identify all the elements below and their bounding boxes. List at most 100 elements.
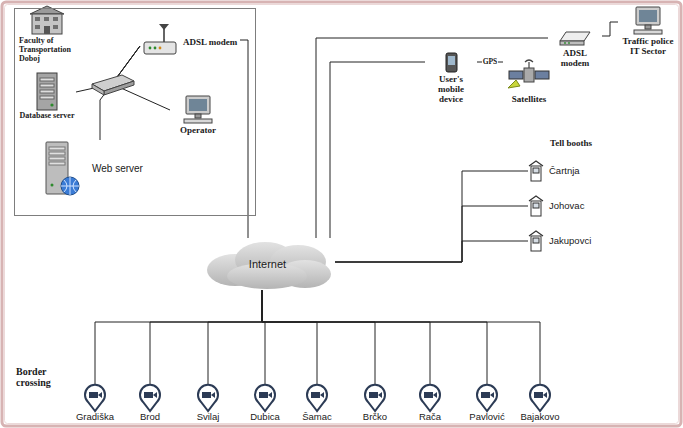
pin-icon <box>82 384 108 412</box>
modem-icon-part <box>568 42 570 44</box>
booth-icon <box>528 195 544 217</box>
pin-icon-part <box>420 385 440 411</box>
pin-icon-part <box>543 392 547 398</box>
network-link <box>240 40 248 238</box>
pin-icon-part <box>198 385 218 411</box>
building-window <box>44 17 49 21</box>
border-crossing: Gradiška <box>68 384 122 423</box>
modem-icon-part <box>564 42 566 44</box>
network-link <box>100 46 140 140</box>
toll-booth: Čartnja <box>528 160 580 182</box>
pc-icon-part <box>195 114 201 118</box>
pin-icon <box>474 384 500 412</box>
pin-icon-part <box>85 385 105 411</box>
border-crossing: Šamac <box>290 384 344 423</box>
tower-icon-part <box>49 157 65 160</box>
toll-booth: Johovac <box>528 195 584 217</box>
booth-icon <box>528 230 544 252</box>
node-label: Gradiška <box>76 412 114 423</box>
pin-icon-part <box>365 385 385 411</box>
switch-front <box>104 81 134 95</box>
antenna-icon-part <box>159 24 169 30</box>
db-icon-part <box>40 78 54 81</box>
pin-icon-part <box>490 392 494 398</box>
booth-icon-part <box>531 201 541 216</box>
border-crossing: Pavlović <box>460 384 514 423</box>
antenna-icon-part <box>163 28 165 42</box>
pin-icon-part <box>477 385 497 411</box>
mobile-device: User's mobile device <box>425 50 477 104</box>
pin-icon-part <box>378 392 382 398</box>
pin-icon-part <box>268 392 272 398</box>
pin-icon-part <box>481 392 490 398</box>
pin-icon-part <box>202 392 211 398</box>
pin-icon <box>362 384 388 412</box>
network-link <box>150 290 262 384</box>
db-icon-part <box>50 103 53 106</box>
pin-icon-part <box>140 385 160 411</box>
db-icon-part <box>40 90 54 93</box>
pin-icon-part <box>424 392 433 398</box>
pin-icon <box>304 384 330 412</box>
phone-icon <box>441 50 461 74</box>
sat-icon <box>506 58 552 94</box>
sat-icon-part <box>509 71 523 79</box>
booth-icon-part <box>533 238 539 243</box>
tower-icon-part <box>49 147 65 150</box>
pc-icon-part <box>636 7 660 25</box>
node-label: Database server <box>20 112 75 121</box>
network-switch <box>92 75 134 95</box>
adsl-modem: ADSL modem <box>140 22 240 62</box>
building-window <box>53 17 58 21</box>
pin-icon-part <box>369 392 378 398</box>
pc-icon <box>631 6 665 36</box>
node-label: Faculty of Transportation Doboj <box>19 37 89 64</box>
node-label: Svilaj <box>197 412 220 423</box>
pin-icon-part <box>89 392 98 398</box>
tower-icon-part <box>49 152 65 155</box>
node-label: Traffic police IT Sector <box>618 36 678 56</box>
pin-icon <box>137 384 163 412</box>
switch-side <box>92 84 104 95</box>
network-link <box>262 290 487 384</box>
group-label: Tell booths <box>550 138 592 148</box>
connector-group <box>76 22 618 384</box>
network-link <box>335 171 528 262</box>
network-link <box>335 206 528 262</box>
building-window <box>35 17 40 21</box>
pin-icon-part <box>311 392 320 398</box>
pin-icon-part <box>98 392 102 398</box>
network-link <box>208 290 262 384</box>
node-label: Rača <box>419 412 441 423</box>
network-link <box>330 62 425 238</box>
booth-icon-part <box>533 203 539 208</box>
db-icon-part <box>40 96 54 99</box>
node-label: Čartnja <box>549 166 580 177</box>
toll-booth: Jakupovci <box>528 230 591 252</box>
modem-icon-part <box>560 41 584 45</box>
node-label: Satellites <box>512 94 547 104</box>
network-link <box>262 290 430 384</box>
pin-icon-part <box>144 392 153 398</box>
pin-icon-part <box>211 392 215 398</box>
building-door <box>44 26 50 34</box>
border-crossing: Dubica <box>238 384 292 423</box>
border-crossing: Rača <box>403 384 457 423</box>
pin-icon <box>252 384 278 412</box>
pin-icon-part <box>153 392 157 398</box>
node-label: Internet <box>249 258 286 270</box>
network-link <box>262 290 375 384</box>
border-crossing: Brod <box>123 384 177 423</box>
node-label: Šamac <box>302 412 332 423</box>
node-label: Web server <box>92 163 143 174</box>
db-icon <box>32 72 62 112</box>
pc-icon-part <box>189 99 207 111</box>
booth-icon-part <box>533 168 539 173</box>
building-icon <box>30 6 64 34</box>
node-label: ADSL modem <box>548 48 602 68</box>
tower-icon-part <box>51 184 54 187</box>
network-link <box>316 38 548 238</box>
pin-icon-part <box>307 385 327 411</box>
